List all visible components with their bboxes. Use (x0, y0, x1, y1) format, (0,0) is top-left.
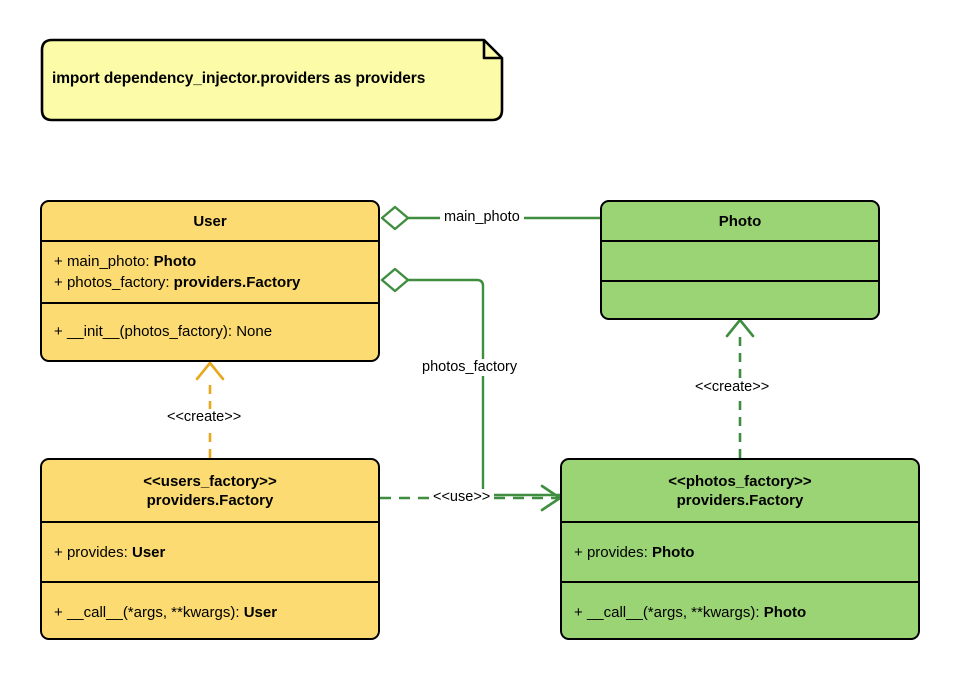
note-shape-icon (40, 38, 504, 122)
method-row: + __call__(*args, **kwargs): User (54, 602, 378, 623)
attribute-row: + photos_factory: providers.Factory (54, 272, 378, 293)
class-name-photo: Photo (718, 212, 762, 230)
attribute-prefix: + (54, 274, 67, 291)
class-title-photo: Photo (602, 202, 878, 240)
edge-photos-factory (380, 267, 560, 497)
edge-label-main-photo: main_photo (440, 209, 524, 226)
edge-label-photos-factory: photos_factory (418, 359, 522, 376)
class-attributes-photos-factory: + provides: Photo (562, 521, 918, 581)
class-methods-users-factory: + __call__(*args, **kwargs): User (42, 581, 378, 638)
class-name-photos-factory: providers.Factory (676, 491, 804, 509)
method-row: + __init__(photos_factory): None (54, 321, 378, 342)
class-box-photos-factory[interactable]: <<photos_factory>> providers.Factory + p… (560, 458, 920, 640)
class-methods-user: + __init__(photos_factory): None (42, 302, 378, 359)
class-attributes-users-factory: + provides: User (42, 521, 378, 581)
attribute-row: + main_photo: Photo (54, 251, 378, 272)
class-attributes-photo (602, 240, 878, 280)
class-box-user[interactable]: User + main_photo: Photo + photos_factor… (40, 200, 380, 362)
class-title-photos-factory: <<photos_factory>> providers.Factory (562, 460, 918, 521)
class-name-users-factory: providers.Factory (146, 491, 274, 509)
method-name: __call__(*args, **kwargs): (586, 604, 764, 621)
method-name: __call__(*args, **kwargs): (66, 604, 244, 621)
class-methods-photo (602, 280, 878, 318)
edge-label-create-user: <<create>> (163, 409, 246, 426)
class-stereotype-users-factory: <<users_factory>> (143, 472, 277, 490)
method-row: + __call__(*args, **kwargs): Photo (574, 602, 918, 623)
note-text: import dependency_injector.providers as … (52, 70, 426, 87)
method-prefix: + (54, 604, 67, 621)
attribute-prefix: + (54, 543, 67, 561)
attribute-row: + provides: Photo (574, 542, 918, 563)
method-prefix: + (574, 604, 587, 621)
attribute-type: Photo (153, 253, 197, 270)
attribute-name: main_photo: (66, 253, 154, 270)
class-title-users-factory: <<users_factory>> providers.Factory (42, 460, 378, 521)
method-name: __init__(photos_factory): None (66, 323, 273, 340)
attribute-name: photos_factory: (66, 274, 174, 291)
attribute-prefix: + (54, 253, 67, 270)
class-box-users-factory[interactable]: <<users_factory>> providers.Factory + pr… (40, 458, 380, 640)
class-attributes-user: + main_photo: Photo + photos_factory: pr… (42, 240, 378, 302)
class-box-photo[interactable]: Photo (600, 200, 880, 320)
import-note: import dependency_injector.providers as … (36, 38, 504, 122)
attribute-type: Photo (651, 543, 695, 561)
method-type: User (243, 604, 278, 621)
attribute-row: + provides: User (54, 542, 378, 563)
class-stereotype-photos-factory: <<photos_factory>> (668, 472, 812, 490)
method-prefix: + (54, 323, 67, 340)
class-methods-photos-factory: + __call__(*args, **kwargs): Photo (562, 581, 918, 638)
edge-label-create-photo: <<create>> (691, 379, 774, 396)
edge-label-use: <<use>> (429, 489, 495, 506)
class-name-user: User (193, 212, 227, 230)
method-type: Photo (763, 604, 807, 621)
attribute-type: providers.Factory (173, 274, 301, 291)
attribute-type: User (131, 543, 166, 561)
attribute-name: provides: (66, 543, 132, 561)
class-title-user: User (42, 202, 378, 240)
attribute-name: provides: (586, 543, 652, 561)
attribute-prefix: + (574, 543, 587, 561)
